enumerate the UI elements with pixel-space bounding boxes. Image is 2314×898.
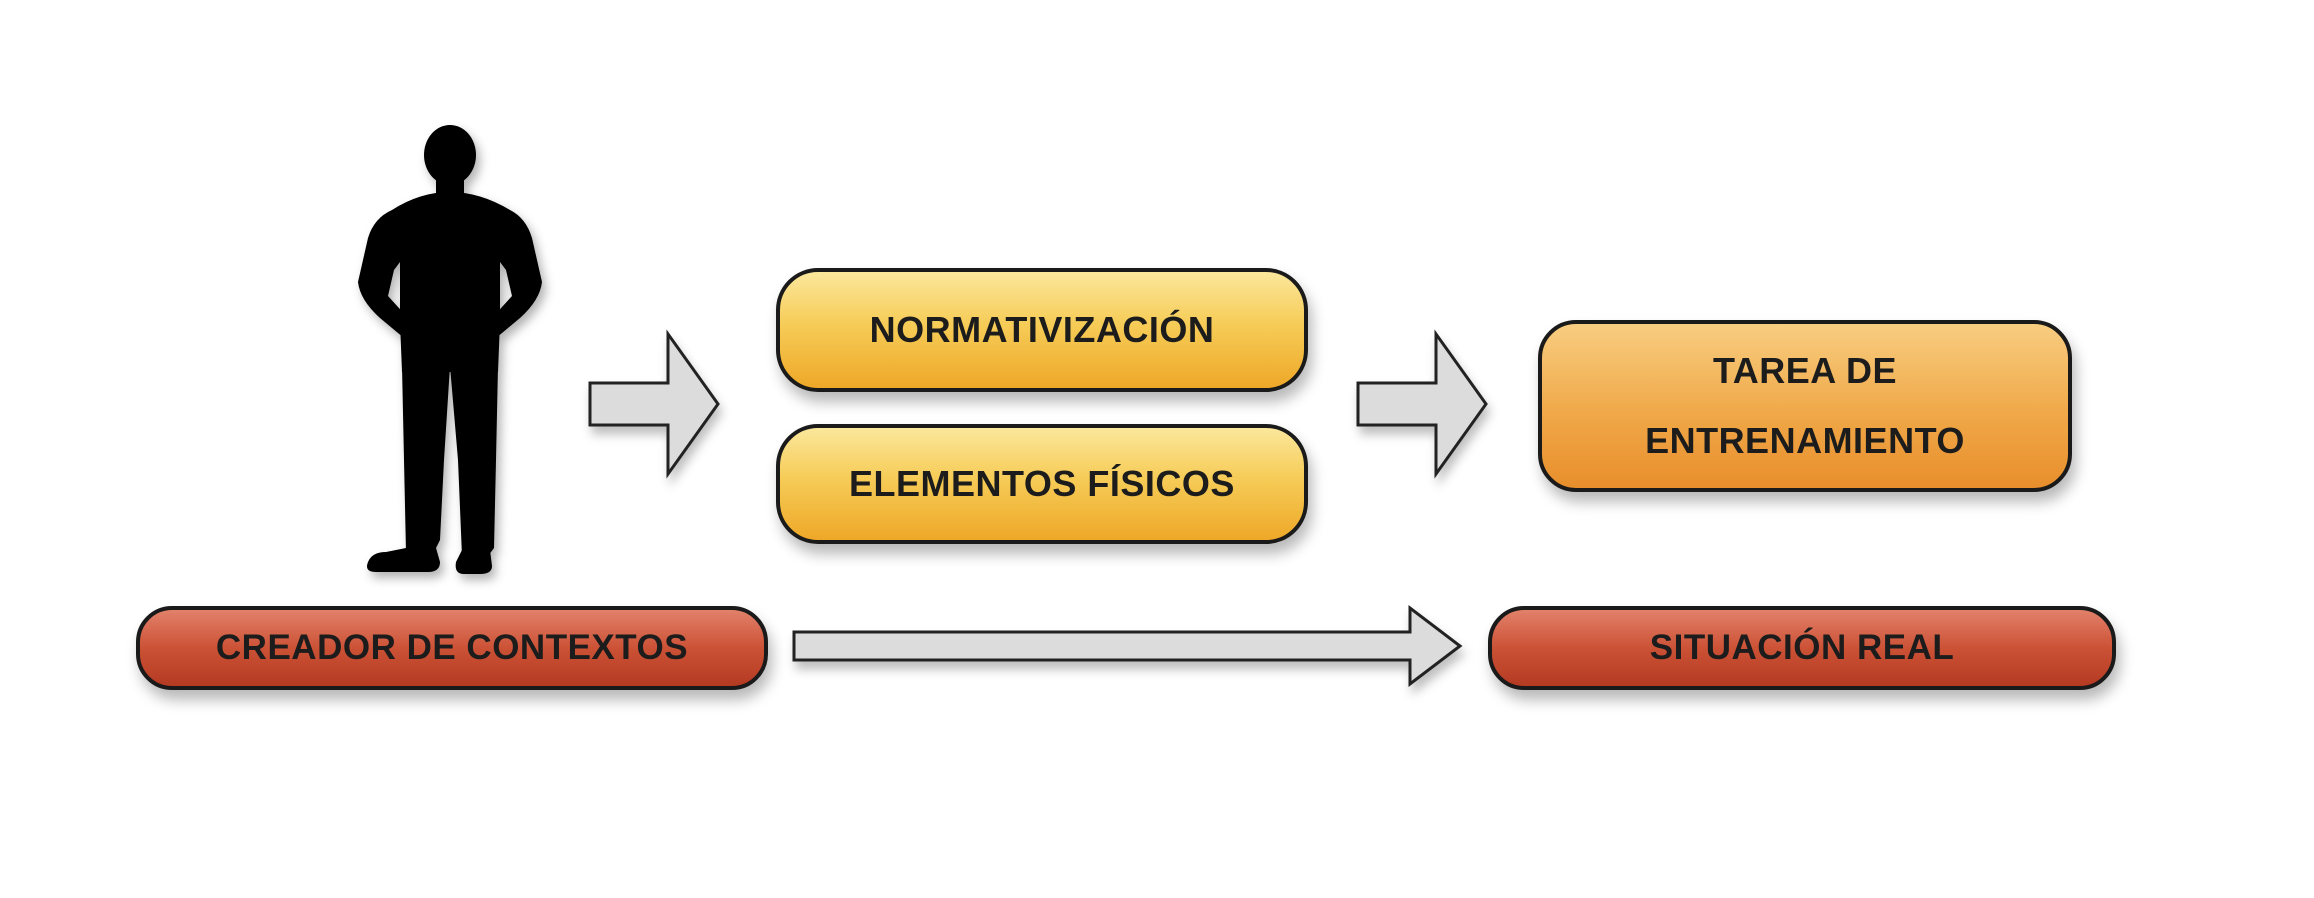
right-arrow-icon [588, 329, 720, 479]
elementos-fisicos-label: ELEMENTOS FÍSICOS [849, 463, 1235, 504]
creador-de-contextos-box: CREADOR DE CONTEXTOS [136, 606, 768, 690]
normativizacion-label: NORMATIVIZACIÓN [869, 309, 1215, 350]
normativizacion-box: NORMATIVIZACIÓN [776, 268, 1308, 392]
tarea-entrenamiento-box: TAREA DE ENTRENAMIENTO [1538, 320, 2072, 492]
situacion-label: SITUACIÓN REAL [1649, 628, 1955, 667]
creador-label: CREADOR DE CONTEXTOS [215, 628, 689, 667]
person-silhouette-icon [358, 125, 542, 574]
tarea-label-line1: TAREA DE [1712, 350, 1897, 391]
right-arrow-icon [1356, 329, 1488, 479]
elementos-fisicos-box: ELEMENTOS FÍSICOS [776, 424, 1308, 544]
tarea-entrenamiento-text: TAREA DE ENTRENAMIENTO [1645, 336, 1965, 476]
long-right-arrow-icon [792, 604, 1463, 688]
tarea-label-line2: ENTRENAMIENTO [1645, 420, 1965, 461]
situacion-real-box: SITUACIÓN REAL [1488, 606, 2116, 690]
